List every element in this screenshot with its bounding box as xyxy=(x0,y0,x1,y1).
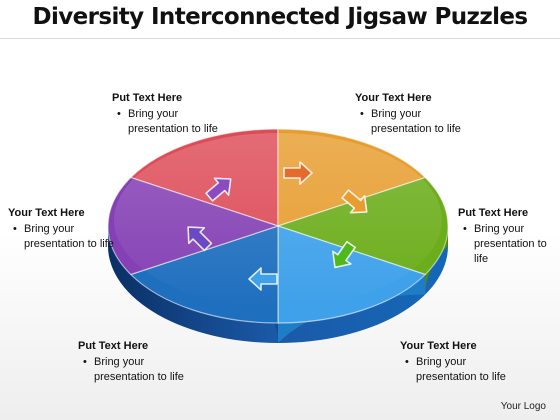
label-heading: Put Text Here xyxy=(112,92,183,104)
label-top-right: Your Text Here Bring your presentation to… xyxy=(355,91,461,137)
label-bullet: Bring your presentation to life xyxy=(13,222,114,252)
label-bullet: Bring your presentation to life xyxy=(405,355,506,385)
bullet-text-cont: presentation to life xyxy=(24,238,114,250)
label-heading: Your Text Here xyxy=(400,340,477,352)
bullet-text: Bring your xyxy=(128,108,179,120)
arrow-right-icon xyxy=(283,161,313,185)
arrow-up-left-icon xyxy=(187,226,213,252)
bullet-text: Bring your xyxy=(371,108,422,120)
label-heading: Your Text Here xyxy=(8,207,85,219)
label-bullet: Bring your presentation to life xyxy=(83,355,184,385)
arrow-left-icon xyxy=(248,267,278,291)
label-right: Put Text Here Bring your presentation to … xyxy=(458,206,560,267)
logo-text: Your Logo xyxy=(500,401,546,412)
label-bullet: Bring your presentation to life xyxy=(117,107,218,137)
label-bottom-left: Put Text Here Bring your presentation to … xyxy=(78,339,184,385)
label-heading: Your Text Here xyxy=(355,92,432,104)
puzzle-pieces xyxy=(107,128,449,324)
bullet-text-cont: presentation to life xyxy=(416,371,506,383)
disc-side-band xyxy=(108,226,448,343)
arrow-up-right-icon xyxy=(205,177,232,202)
label-heading: Put Text Here xyxy=(458,207,529,219)
label-bullet: Bring your presentation to life xyxy=(360,107,461,137)
bullet-text-cont: presentation to life xyxy=(371,123,461,135)
label-bullet: Bring your presentation to life xyxy=(463,222,560,267)
bullet-text: Bring your xyxy=(94,356,145,368)
bullet-text-cont: presentation to life xyxy=(474,238,547,265)
arrow-down-left-icon xyxy=(332,240,356,269)
bullet-text: Bring your xyxy=(416,356,467,368)
bullet-text: Bring your xyxy=(24,223,75,235)
bullet-text-cont: presentation to life xyxy=(128,123,218,135)
label-bottom-right: Your Text Here Bring your presentation to… xyxy=(400,339,506,385)
disc-shine xyxy=(114,133,442,307)
arrow-down-right-icon xyxy=(341,189,368,214)
bullet-text-cont: presentation to life xyxy=(94,371,184,383)
bullet-text: Bring your xyxy=(474,223,525,235)
title-divider xyxy=(0,38,560,39)
label-heading: Put Text Here xyxy=(78,340,149,352)
label-top-left: Put Text Here Bring your presentation to … xyxy=(112,91,218,137)
page-title: Diversity Interconnected Jigsaw Puzzles xyxy=(32,4,529,30)
connector-arrows xyxy=(187,161,368,291)
label-left: Your Text Here Bring your presentation to… xyxy=(8,206,114,252)
